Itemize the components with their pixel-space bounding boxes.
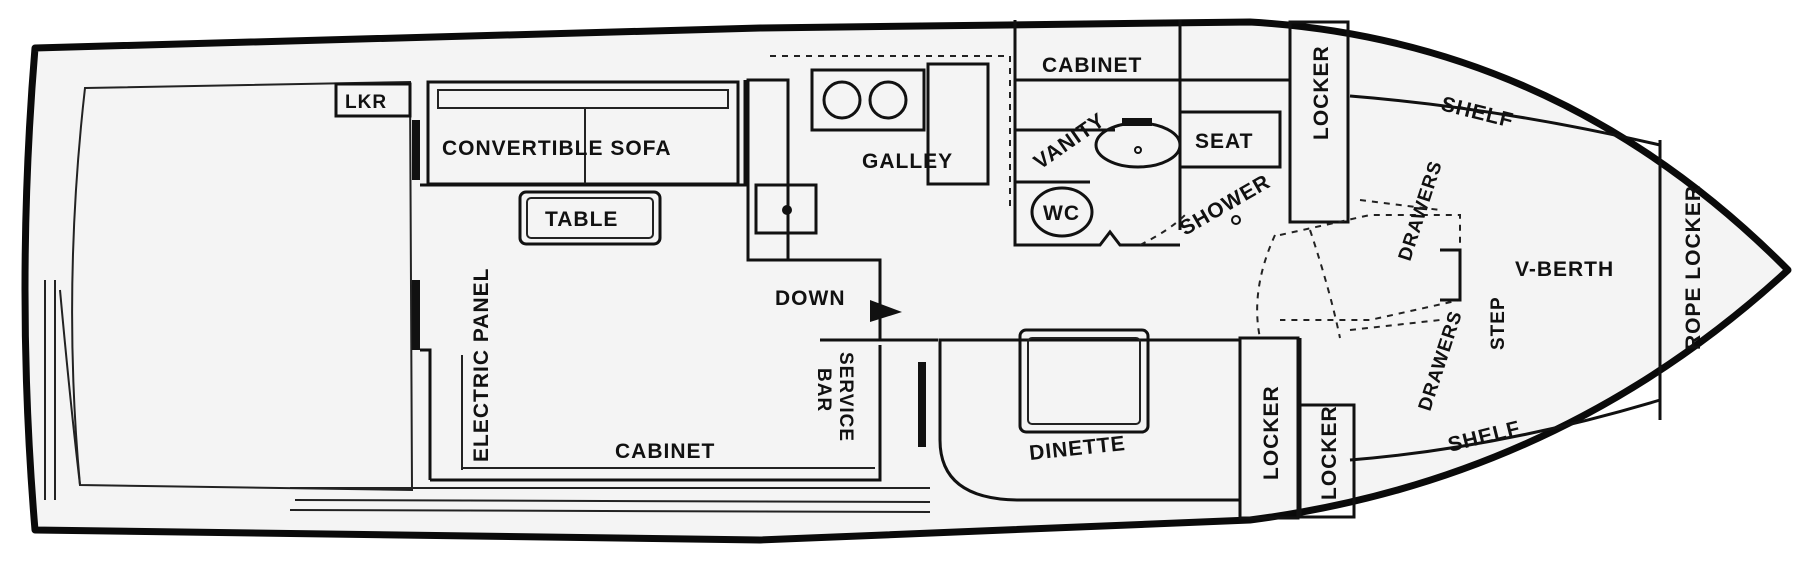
step-outline xyxy=(1440,248,1462,302)
bulkhead-lower xyxy=(412,280,420,350)
wc-label: WC xyxy=(1043,202,1080,225)
drawers-dash xyxy=(1349,199,1441,331)
dinette-table-inner xyxy=(1027,337,1141,425)
convertible-sofa-label: CONVERTIBLE SOFA xyxy=(442,137,672,160)
table-label: TABLE xyxy=(545,208,618,231)
dinette-seating xyxy=(938,338,1242,502)
seat-box xyxy=(1178,110,1282,169)
burner-1 xyxy=(822,80,862,120)
locker-bottom xyxy=(1298,403,1356,519)
service-label: SERVICE xyxy=(835,352,856,442)
electric-panel-label: ELECTRIC PANEL xyxy=(470,268,493,462)
cabinet-bottom-label: CABINET xyxy=(615,440,715,463)
bar-label: BAR xyxy=(813,368,834,412)
step-label: STEP xyxy=(1488,296,1509,350)
locker-top-label: LOCKER xyxy=(1310,45,1333,140)
rope-locker-label: ROPE LOCKER xyxy=(1682,185,1705,350)
shelf-top-line xyxy=(1349,94,1661,147)
burner-2 xyxy=(868,80,908,120)
salon-walls xyxy=(420,80,882,482)
head-walls xyxy=(1013,20,1290,247)
side-deck-lines xyxy=(289,487,931,513)
lkr-box xyxy=(334,82,412,118)
dinette-table xyxy=(1018,328,1150,434)
galley-sink xyxy=(754,183,818,235)
galley-drain xyxy=(782,205,792,215)
galley-label: GALLEY xyxy=(862,150,953,173)
locker-top xyxy=(1288,20,1350,224)
salon-table-inner xyxy=(526,197,654,239)
v-berth-label: V-BERTH xyxy=(1515,258,1614,281)
sofa-back xyxy=(437,89,729,109)
galley-dash-line xyxy=(770,55,1011,210)
v-berth-dash xyxy=(1279,214,1461,321)
galley-lower-wall xyxy=(748,258,882,342)
service-bar-door xyxy=(918,362,926,447)
shower-drain xyxy=(1231,215,1241,225)
locker-mid xyxy=(1238,336,1300,520)
stove xyxy=(810,68,926,132)
faucet-icon xyxy=(1122,118,1152,126)
cabinet-top-label: CABINET xyxy=(1042,54,1142,77)
locker-mid-label: LOCKER xyxy=(1260,385,1283,480)
cockpit-inner-line xyxy=(44,280,81,500)
vanity-drain xyxy=(1134,146,1142,154)
lkr-label: LKR xyxy=(345,92,387,113)
down-arrow xyxy=(870,300,902,322)
shower-door-dash xyxy=(1139,214,1186,246)
wc-fixture xyxy=(1030,186,1094,238)
fridge xyxy=(926,62,990,186)
shelf-bottom-line xyxy=(1349,398,1661,462)
salon-table xyxy=(518,190,662,246)
down-label: DOWN xyxy=(775,287,846,310)
bulkhead xyxy=(412,120,420,180)
passage-dash xyxy=(1256,229,1341,339)
locker-bottom-label: LOCKER xyxy=(1318,405,1341,500)
seat-label: SEAT xyxy=(1195,130,1253,153)
